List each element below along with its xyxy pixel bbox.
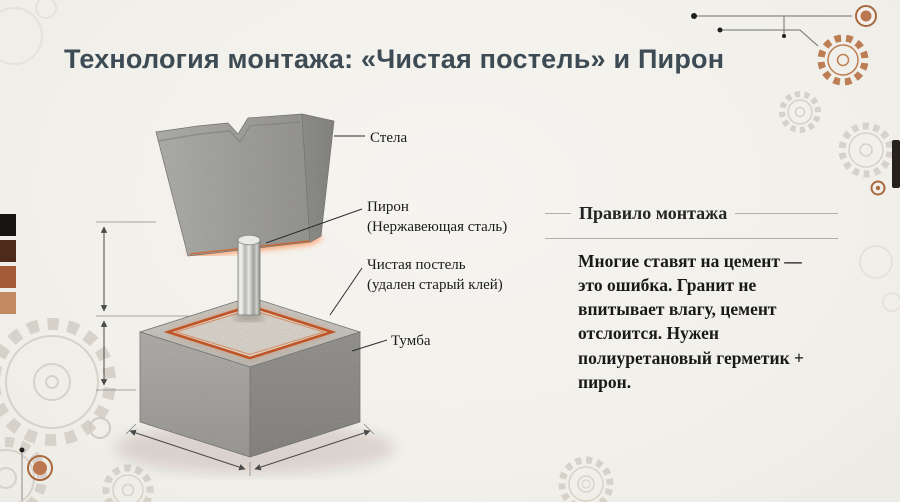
color-swatch [0, 266, 16, 288]
label-piron-line1: Пирон [367, 199, 409, 215]
color-swatch-strip [0, 214, 16, 314]
gear-icon [102, 464, 154, 502]
copper-ring-icon [870, 180, 886, 196]
gear-icon [558, 456, 614, 502]
rule-panel-body: Многие ставят на цемент — это ошибка. Гр… [578, 251, 805, 392]
heading-dash-right [735, 212, 838, 214]
piron-pin [234, 234, 264, 322]
circuit-node-top-right-icon [855, 5, 877, 27]
dimension-lines [96, 221, 375, 476]
circuit-lines-bottom-left-icon [19, 447, 25, 500]
copper-node-icon [27, 455, 53, 481]
label-clean-bed-line1: Чистая постель [367, 257, 466, 273]
pedestal-block [138, 296, 362, 458]
page-title: Технология монтажа: «Чистая постель» и П… [64, 44, 725, 74]
label-stele: Стела [370, 130, 408, 146]
corner-circles-top-left-icon [0, 0, 57, 65]
label-clean-bed-line2: (удален старый клей) [367, 277, 503, 293]
faint-circles-right-icon [859, 245, 900, 312]
color-swatch [0, 214, 16, 236]
circuit-lines-top-right-icon [691, 13, 852, 47]
leader-lines [265, 135, 388, 352]
gear-icon [779, 91, 821, 133]
rule-panel-header: Правило монтажа [545, 202, 838, 224]
label-piron-line2: (Нержавеющая сталь) [367, 219, 508, 235]
color-swatch [0, 240, 16, 262]
clean-bed-area [163, 304, 337, 360]
gear-icon [0, 437, 47, 502]
stele-block [155, 113, 335, 257]
label-clean-bed: Чистая постель (удален старый клей) [367, 255, 503, 295]
label-tumba: Тумба [391, 333, 431, 349]
gear-icon [817, 34, 869, 86]
gear-icon [838, 122, 894, 178]
rule-panel-heading: Правило монтажа [579, 202, 728, 223]
color-swatch [0, 292, 16, 314]
heading-dash-left [545, 212, 571, 214]
edge-dark-bar-icon [892, 140, 900, 188]
rule-panel-underline [545, 238, 838, 239]
gear-icon [0, 318, 116, 446]
faint-circle-icon [89, 417, 111, 439]
label-piron: Пирон (Нержавеющая сталь) [367, 197, 507, 237]
